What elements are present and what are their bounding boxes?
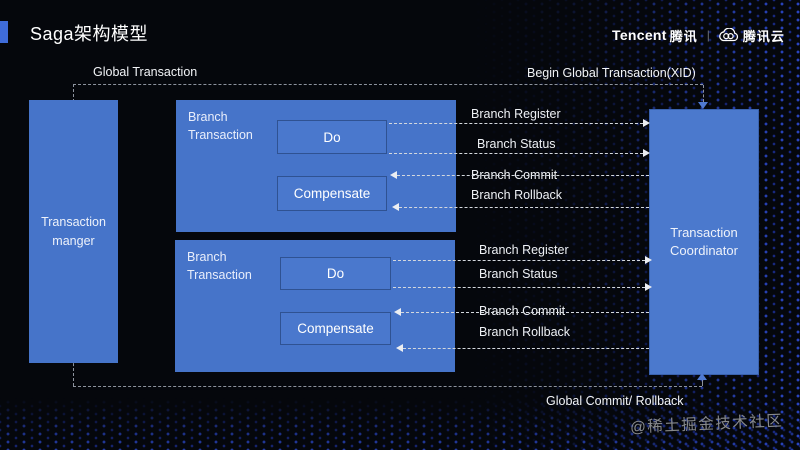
global-boundary-top-line — [73, 84, 703, 85]
do-label: Do — [326, 266, 345, 281]
global-commit-rollback-label: Global Commit/ Rollback — [546, 394, 684, 408]
do-box-1: Do — [277, 120, 387, 154]
branch-register-label-1: Branch Register — [471, 107, 561, 121]
watermark: @稀土掘金技术社区 — [629, 412, 784, 437]
branch-transaction-box-2: Branch Transaction Do Compensate — [175, 240, 455, 372]
tencent-logo-text: Tencent — [612, 27, 667, 43]
branch-transaction-label: Branch Transaction — [187, 250, 252, 282]
arrowhead-left-icon — [396, 344, 403, 352]
arrowhead-right-icon — [643, 119, 650, 127]
branch-commit-label-2: Branch Commit — [479, 304, 566, 318]
branch-commit-arrow-1 — [397, 175, 649, 176]
branch-transaction-box-1: Branch Transaction Do Compensate — [176, 100, 456, 232]
begin-global-transaction-label: Begin Global Transaction(XID) — [527, 66, 696, 80]
do-box-2: Do — [280, 257, 391, 290]
arrowhead-left-icon — [390, 171, 397, 179]
compensate-label: Compensate — [297, 321, 374, 336]
global-boundary-bottom-line — [73, 386, 702, 387]
branch-rollback-arrow-1 — [399, 207, 649, 208]
compensate-box-2: Compensate — [280, 312, 391, 345]
transaction-manager-label: Transaction manger — [41, 215, 106, 248]
title-accent-bar — [0, 21, 8, 43]
brand-logos: Tencent 腾讯 | 腾讯云 — [612, 26, 785, 44]
page-title: Saga架构模型 — [30, 24, 149, 44]
branch-rollback-arrow-2 — [403, 348, 649, 349]
branch-status-label-2: Branch Status — [479, 267, 558, 281]
branch-status-arrow-2 — [393, 287, 645, 288]
tencent-cloud-text: 腾讯云 — [742, 28, 785, 44]
transaction-coordinator-label: Transaction Coordinator — [670, 224, 738, 258]
branch-rollback-label-2: Branch Rollback — [479, 325, 571, 339]
tencent-cloud-icon — [718, 27, 739, 43]
transaction-coordinator-box: Transaction Coordinator — [649, 109, 759, 375]
arrowhead-right-icon — [645, 256, 652, 264]
branch-register-label-2: Branch Register — [479, 243, 569, 257]
branch-status-label-1: Branch Status — [477, 137, 556, 151]
branch-commit-arrow-2 — [401, 312, 649, 313]
tencent-logo-cn: 腾讯 — [669, 28, 698, 44]
global-commit-connector-line — [702, 380, 703, 386]
transaction-manager-box: Transaction manger — [29, 100, 118, 363]
arrowhead-right-icon — [643, 149, 650, 157]
branch-transaction-label: Branch Transaction — [188, 110, 253, 142]
branch-register-arrow-1 — [389, 123, 643, 124]
branch-rollback-label-1: Branch Rollback — [471, 188, 563, 202]
branch-register-arrow-2 — [393, 260, 645, 261]
logo-divider: | — [706, 28, 710, 42]
begin-global-arrowhead-icon — [698, 102, 708, 109]
compensate-label: Compensate — [293, 186, 371, 201]
do-label: Do — [323, 129, 341, 145]
compensate-box-1: Compensate — [277, 176, 387, 211]
arrowhead-left-icon — [392, 203, 399, 211]
branch-status-arrow-1 — [389, 153, 643, 154]
global-commit-arrowhead-icon — [697, 373, 707, 380]
arrowhead-left-icon — [394, 308, 401, 316]
global-transaction-label: Global Transaction — [93, 65, 198, 79]
begin-global-connector-line — [703, 85, 704, 102]
arrowhead-right-icon — [645, 283, 652, 291]
